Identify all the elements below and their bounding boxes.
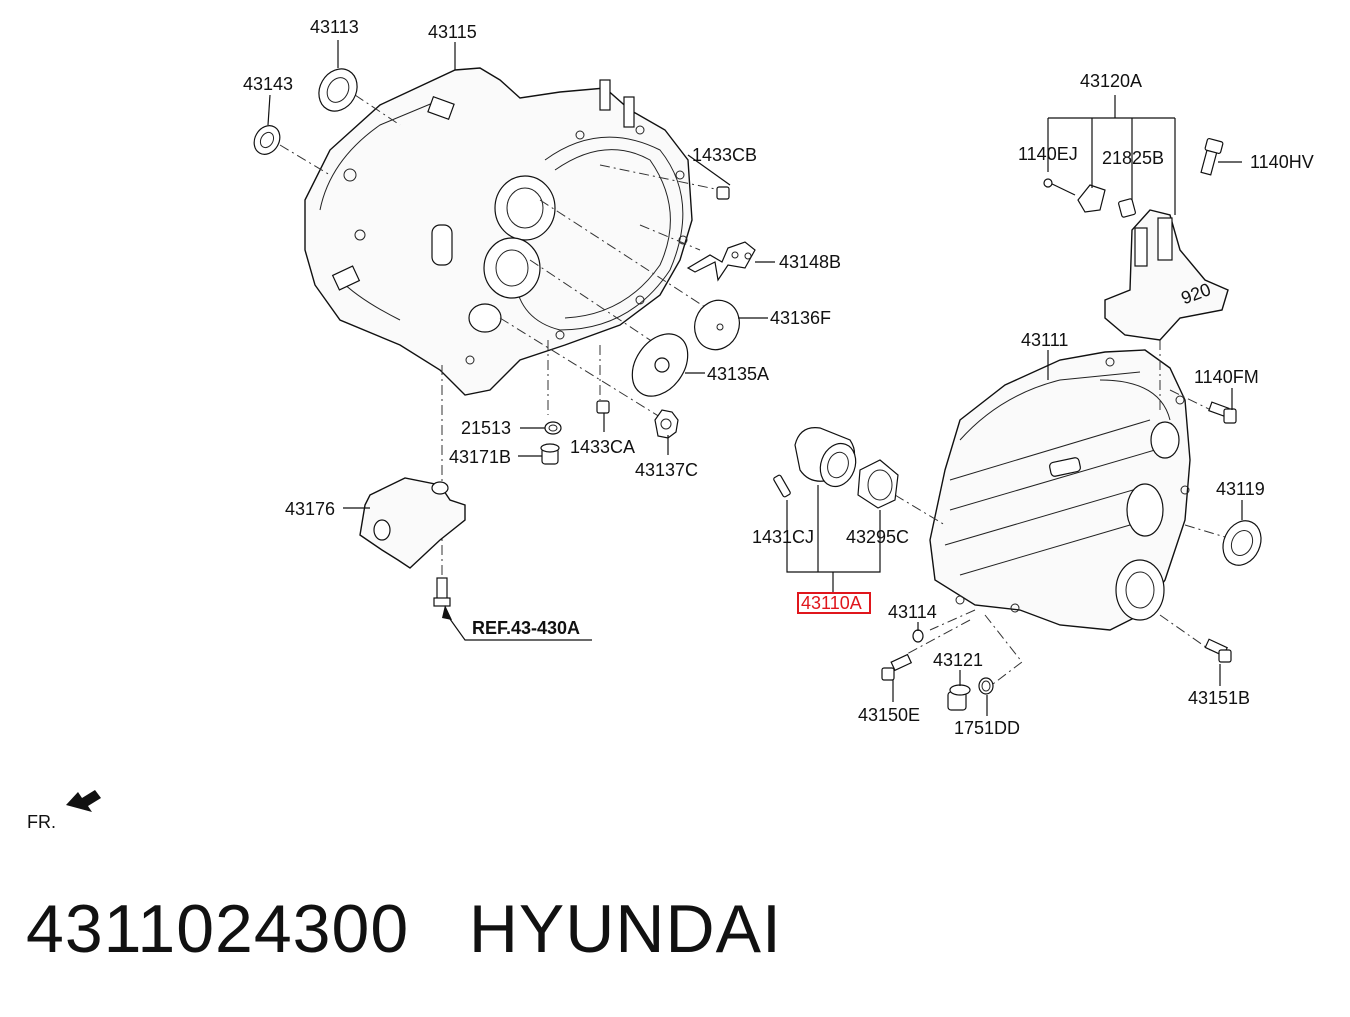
- bolt-43150E: [881, 653, 913, 681]
- clip-1140EJ-part: [1043, 178, 1106, 213]
- label-43113[interactable]: 43113: [310, 17, 359, 37]
- bolt-43151B: [1204, 638, 1232, 663]
- label-43110A[interactable]: 43110A: [801, 593, 862, 613]
- plug-43121: [947, 684, 971, 711]
- label-43136F[interactable]: 43136F: [770, 308, 831, 328]
- label-43295C[interactable]: 43295C: [846, 527, 909, 547]
- label-1140EJ[interactable]: 1140EJ: [1018, 144, 1078, 164]
- gasket-1751DD: [978, 677, 994, 695]
- part-number-title: 4311024300 HYUNDAI: [26, 891, 782, 967]
- pin-1431CJ: [773, 474, 791, 498]
- label-43137C[interactable]: 43137C: [635, 460, 698, 480]
- label-front: FR.: [27, 812, 56, 832]
- label-43114[interactable]: 43114: [888, 602, 937, 622]
- ref-arrow: [442, 605, 452, 620]
- label-1751DD[interactable]: 1751DD: [954, 718, 1020, 738]
- label-1140FM[interactable]: 1140FM: [1194, 367, 1259, 387]
- clutch-housing-43115: [304, 67, 693, 396]
- label-1433CA[interactable]: 1433CA: [570, 437, 635, 457]
- bracket-43148B: [686, 241, 756, 282]
- label-1433CB[interactable]: 1433CB: [692, 145, 757, 165]
- mount-bracket-43176: [359, 477, 466, 569]
- shim-43136F: [694, 299, 740, 351]
- bearing-cap-43110A: [794, 427, 857, 488]
- label-43176[interactable]: 43176: [285, 499, 335, 519]
- left-axis-lines: [279, 94, 726, 585]
- transmission-case-exploded-diagram: 920: [27, 17, 1314, 832]
- label-43120A[interactable]: 43120A: [1080, 71, 1142, 91]
- label-43135A[interactable]: 43135A: [707, 364, 769, 384]
- label-43115[interactable]: 43115: [428, 22, 477, 42]
- washer-21513: [544, 421, 562, 435]
- seal-43143: [253, 125, 281, 155]
- bolt-1140HV: [1200, 137, 1224, 176]
- seal-43119: [1222, 520, 1262, 566]
- transmission-case-43111: [929, 349, 1191, 631]
- leader-lines: [267, 40, 1243, 716]
- label-43143[interactable]: 43143: [243, 74, 293, 94]
- label-43111[interactable]: 43111: [1021, 330, 1068, 350]
- plug-43171B: [540, 443, 560, 465]
- front-direction-arrow: [66, 790, 101, 812]
- gear-43137C: [654, 409, 679, 439]
- mount-43120A: 920: [1104, 209, 1229, 341]
- seal-43113: [318, 68, 358, 112]
- bolt-1140FM: [1208, 401, 1237, 424]
- label-43171B[interactable]: 43171B: [449, 447, 511, 467]
- label-43150E[interactable]: 43150E: [858, 705, 920, 725]
- dowel-1433CA: [596, 400, 610, 414]
- label-43148B[interactable]: 43148B: [779, 252, 841, 272]
- label-ref-43-430A[interactable]: REF.43-430A: [472, 618, 580, 638]
- dowel-1433CB: [716, 186, 730, 200]
- bushing-21825B: [1118, 198, 1136, 218]
- label-43151B[interactable]: 43151B: [1188, 688, 1250, 708]
- label-1140HV[interactable]: 1140HV: [1250, 152, 1314, 172]
- label-21825B[interactable]: 21825B: [1102, 148, 1164, 168]
- highlight-box-43110A: [797, 592, 871, 614]
- bolt-ref: [433, 577, 451, 607]
- washer-43114: [912, 629, 924, 643]
- label-43121[interactable]: 43121: [933, 650, 983, 670]
- label-21513[interactable]: 21513: [461, 418, 511, 438]
- plate-43135A: [631, 333, 689, 397]
- label-1431CJ[interactable]: 1431CJ: [752, 527, 814, 547]
- label-43119[interactable]: 43119: [1216, 479, 1265, 499]
- needle-bearing-43295C: [857, 459, 899, 509]
- part-labels: 43113 43115 43143 1433CB 43148B 43136F 4…: [27, 17, 1314, 832]
- footer-band: [0, 850, 1350, 1017]
